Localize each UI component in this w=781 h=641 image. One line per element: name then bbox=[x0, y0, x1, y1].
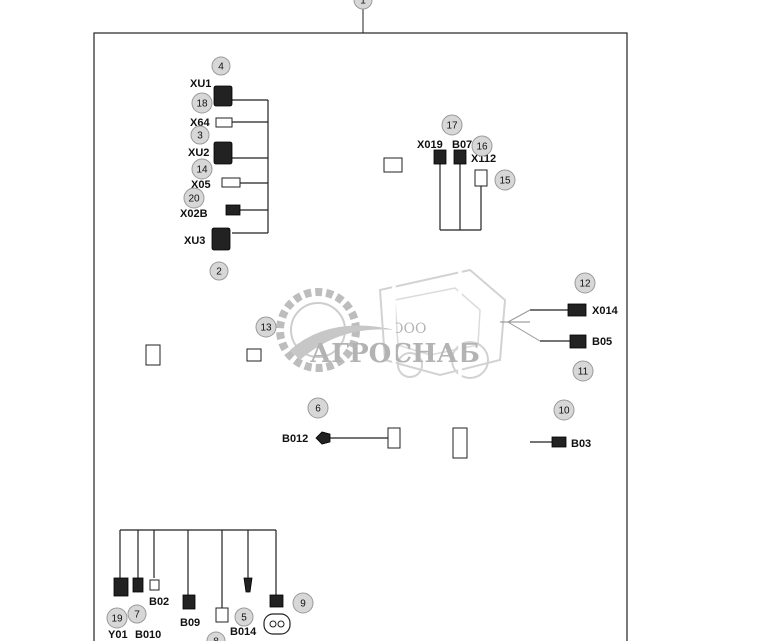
connector-x112: X112 bbox=[471, 153, 496, 187]
connector-b012: B012 bbox=[282, 431, 331, 445]
connector-9 bbox=[263, 594, 291, 635]
callout-14: 14 bbox=[191, 158, 213, 180]
svg-text:X019: X019 bbox=[417, 139, 443, 151]
harness-trunks bbox=[120, 55, 530, 570]
svg-text:XU1: XU1 bbox=[190, 78, 211, 90]
connector-13 bbox=[246, 348, 262, 362]
connector-x014: X014 bbox=[567, 303, 619, 317]
svg-text:13: 13 bbox=[260, 323, 272, 334]
connector-b014: B014 bbox=[215, 607, 257, 638]
svg-text:B014: B014 bbox=[230, 626, 257, 638]
svg-text:B012: B012 bbox=[282, 433, 308, 445]
connector-b07: B07 bbox=[452, 139, 472, 165]
connector-y01: Y01 bbox=[108, 577, 129, 641]
svg-text:10: 10 bbox=[558, 406, 570, 417]
callout-9: 9 bbox=[292, 592, 314, 614]
svg-text:3: 3 bbox=[197, 131, 203, 142]
x014-b05-wires bbox=[507, 309, 570, 342]
svg-text:9: 9 bbox=[300, 599, 306, 610]
connector-5 bbox=[243, 577, 253, 593]
svg-text:7: 7 bbox=[134, 610, 140, 621]
svg-text:B010: B010 bbox=[135, 629, 161, 641]
svg-text:X02B: X02B bbox=[180, 208, 208, 220]
callout-3: 3 bbox=[190, 125, 210, 145]
connector-b09: B09 bbox=[180, 594, 200, 629]
bottom-fan-wires bbox=[119, 530, 277, 608]
xu-wires bbox=[232, 99, 269, 234]
connector-b05: B05 bbox=[569, 334, 612, 349]
connector-b02: B02 bbox=[149, 579, 169, 608]
svg-text:X014: X014 bbox=[592, 305, 619, 317]
callout-10: 10 bbox=[553, 399, 575, 421]
svg-text:20: 20 bbox=[188, 194, 200, 205]
connector-xu2: XU2 bbox=[188, 141, 233, 165]
svg-text:16: 16 bbox=[476, 142, 488, 153]
connector-xu1: XU1 bbox=[190, 78, 233, 107]
callout-18: 18 bbox=[191, 92, 213, 114]
callout-16: 16 bbox=[471, 135, 493, 157]
callout-20: 20 bbox=[183, 187, 205, 209]
svg-text:18: 18 bbox=[196, 99, 208, 110]
callout-15: 15 bbox=[494, 169, 516, 191]
svg-text:1: 1 bbox=[360, 0, 366, 7]
svg-text:14: 14 bbox=[196, 165, 208, 176]
callout-11: 11 bbox=[572, 360, 594, 382]
connector-x019: X019 bbox=[417, 139, 447, 165]
svg-text:B05: B05 bbox=[592, 336, 612, 348]
callout-13: 13 bbox=[255, 316, 277, 338]
svg-text:2: 2 bbox=[216, 267, 222, 278]
svg-text:B03: B03 bbox=[571, 438, 591, 450]
svg-text:X64: X64 bbox=[190, 117, 210, 129]
svg-text:XU2: XU2 bbox=[188, 147, 209, 159]
callout-7: 7 bbox=[127, 604, 147, 624]
svg-text:5: 5 bbox=[241, 613, 247, 624]
svg-text:Y01: Y01 bbox=[108, 629, 128, 641]
diagram-frame bbox=[93, 32, 628, 641]
callout-2: 2 bbox=[209, 261, 229, 281]
watermark-prefix: ООО bbox=[392, 321, 426, 337]
connector-x64: X64 bbox=[190, 117, 233, 129]
callout-8: 8 bbox=[206, 631, 226, 641]
svg-text:17: 17 bbox=[446, 121, 458, 132]
svg-text:XU3: XU3 bbox=[184, 235, 205, 247]
callout-19: 19 bbox=[106, 607, 128, 629]
connector-x02b: X02B bbox=[180, 204, 241, 220]
svg-text:6: 6 bbox=[315, 404, 321, 415]
svg-text:B02: B02 bbox=[149, 596, 169, 608]
svg-text:12: 12 bbox=[579, 279, 591, 290]
svg-text:B07: B07 bbox=[452, 139, 472, 151]
svg-text:15: 15 bbox=[499, 176, 511, 187]
callout-17: 17 bbox=[441, 114, 463, 136]
svg-text:X112: X112 bbox=[471, 153, 496, 165]
callout-6: 6 bbox=[307, 397, 329, 419]
connector-xu3: XU3 bbox=[184, 227, 231, 251]
callout-12: 12 bbox=[574, 272, 596, 294]
top-right-group-wires bbox=[439, 160, 482, 231]
svg-text:8: 8 bbox=[213, 637, 219, 641]
connector-b03: B03 bbox=[551, 436, 591, 450]
svg-text:4: 4 bbox=[218, 62, 224, 73]
svg-text:B09: B09 bbox=[180, 617, 200, 629]
svg-text:19: 19 bbox=[111, 614, 123, 625]
callout-4: 4 bbox=[211, 56, 231, 76]
callout-5: 5 bbox=[234, 607, 254, 627]
svg-text:11: 11 bbox=[578, 367, 589, 378]
callout-1: 1 bbox=[353, 0, 373, 10]
connector-b010: B010 bbox=[132, 577, 161, 641]
